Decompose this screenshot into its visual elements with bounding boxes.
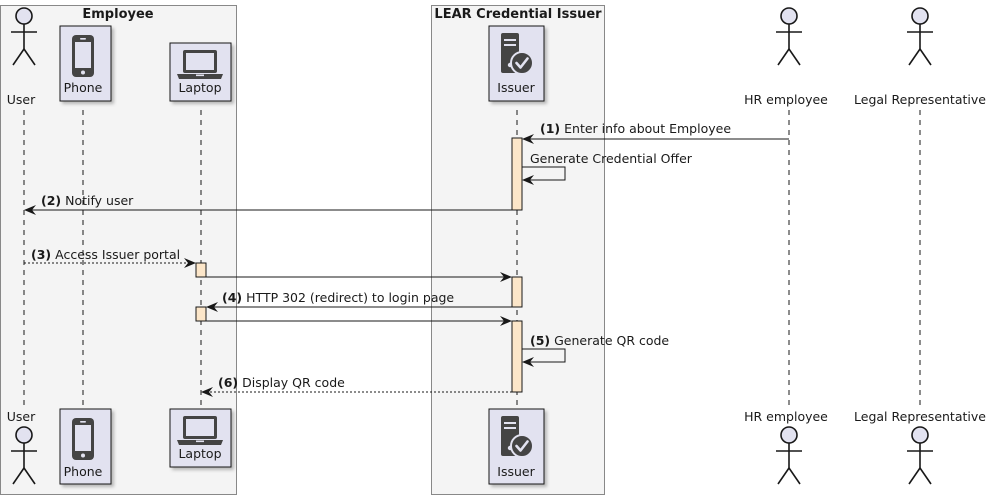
activation-issuer-2	[511, 276, 523, 308]
participant-hr-top: HR employee	[744, 7, 828, 107]
participant-user-label-bottom: User	[7, 409, 36, 424]
participant-issuer-top: Issuer	[488, 25, 545, 102]
hr-actor-icon	[775, 426, 803, 485]
participant-phone-label-bottom: Phone	[64, 464, 103, 479]
message-4-label: (4)HTTP 302 (redirect) to login page	[222, 290, 454, 305]
legal-actor-icon	[906, 426, 934, 485]
participant-legal-top: Legal Representative	[854, 7, 986, 107]
message-1-label: (1)Enter info about Employee	[540, 121, 731, 136]
participant-legal-bottom: Legal Representative	[854, 409, 986, 485]
self-message-generate-offer-arrow	[522, 166, 566, 185]
laptop-icon	[177, 416, 223, 445]
participant-laptop-label-bottom: Laptop	[178, 446, 221, 461]
message-3-label: (3)Access Issuer portal	[31, 247, 180, 262]
message-5-label: (5)Generate QR code	[530, 333, 669, 348]
participant-legal-label-bottom: Legal Representative	[854, 409, 986, 424]
message-6-label: (6)Display QR code	[218, 375, 345, 390]
message-5-arrow	[522, 348, 566, 367]
message-2-label: (2)Notify user	[41, 193, 134, 208]
hr-actor-icon	[775, 7, 803, 66]
issuer-group-title: LEAR Credential Issuer	[434, 7, 602, 22]
legal-actor-icon	[906, 7, 934, 66]
participant-phone-bottom: Phone	[59, 408, 112, 485]
activation-laptop-2	[195, 306, 207, 322]
participant-user-top: User	[7, 7, 38, 107]
participant-issuer-label-bottom: Issuer	[497, 464, 535, 479]
participant-issuer-bottom: Issuer	[488, 408, 545, 485]
self-message-generate-offer-label: Generate Credential Offer	[530, 151, 693, 166]
activation-issuer-3	[511, 320, 523, 393]
laptop-icon	[177, 50, 223, 79]
participant-laptop-label: Laptop	[178, 80, 221, 95]
activation-issuer-1	[511, 137, 523, 211]
participant-issuer-label: Issuer	[497, 80, 535, 95]
participant-hr-bottom: HR employee	[744, 409, 828, 485]
participant-hr-label-bottom: HR employee	[744, 409, 828, 424]
mobile-phone-icon	[72, 35, 94, 77]
participant-user-label: User	[7, 92, 36, 107]
participant-user-bottom: User	[7, 409, 38, 485]
activation-laptop-1	[195, 262, 207, 278]
employee-group-title: Employee	[82, 7, 153, 22]
participant-laptop-top: Laptop	[169, 42, 232, 102]
activation-bars	[195, 137, 523, 393]
participant-legal-label: Legal Representative	[854, 92, 986, 107]
participant-phone-label: Phone	[64, 80, 103, 95]
participant-phone-top: Phone	[59, 25, 112, 102]
participant-laptop-bottom: Laptop	[169, 408, 232, 468]
participant-hr-label: HR employee	[744, 92, 828, 107]
mobile-phone-icon	[72, 418, 94, 460]
